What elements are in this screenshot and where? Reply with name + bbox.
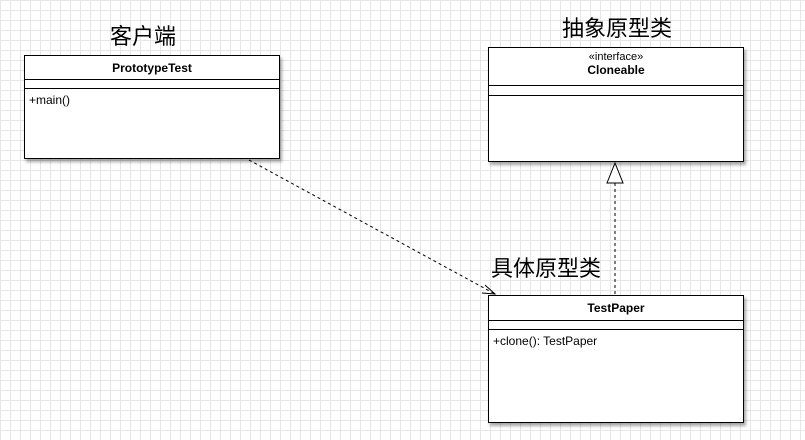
class-attributes: [489, 321, 743, 330]
class-operations: +clone(): TestPaper: [489, 330, 743, 352]
class-header: PrototypeTest: [25, 56, 279, 80]
realization-arrowhead: [606, 161, 624, 184]
concrete-prototype-label: 具体原型类: [491, 257, 602, 282]
class-test-paper[interactable]: TestPaper +clone(): TestPaper: [488, 295, 744, 423]
class-attributes: [25, 80, 279, 89]
dependency-line: [248, 159, 496, 295]
class-cloneable[interactable]: «interface» Cloneable: [488, 47, 744, 162]
dependency-arrowhead: [481, 284, 497, 295]
class-name: TestPaper: [587, 301, 645, 315]
class-name: Cloneable: [587, 63, 645, 77]
class-operations: +main(): [25, 89, 279, 111]
class-attributes: [489, 86, 743, 96]
class-stereotype: «interface»: [588, 51, 644, 63]
class-header: «interface» Cloneable: [489, 48, 743, 86]
client-label: 客户端: [110, 25, 177, 50]
operation-main: +main(): [29, 93, 71, 107]
class-header: TestPaper: [489, 296, 743, 321]
class-prototype-test[interactable]: PrototypeTest +main(): [24, 55, 280, 159]
abstract-prototype-label: 抽象原型类: [562, 17, 673, 42]
class-operations: [489, 96, 743, 104]
class-name: PrototypeTest: [112, 61, 192, 75]
operation-clone: +clone(): TestPaper: [493, 334, 598, 348]
